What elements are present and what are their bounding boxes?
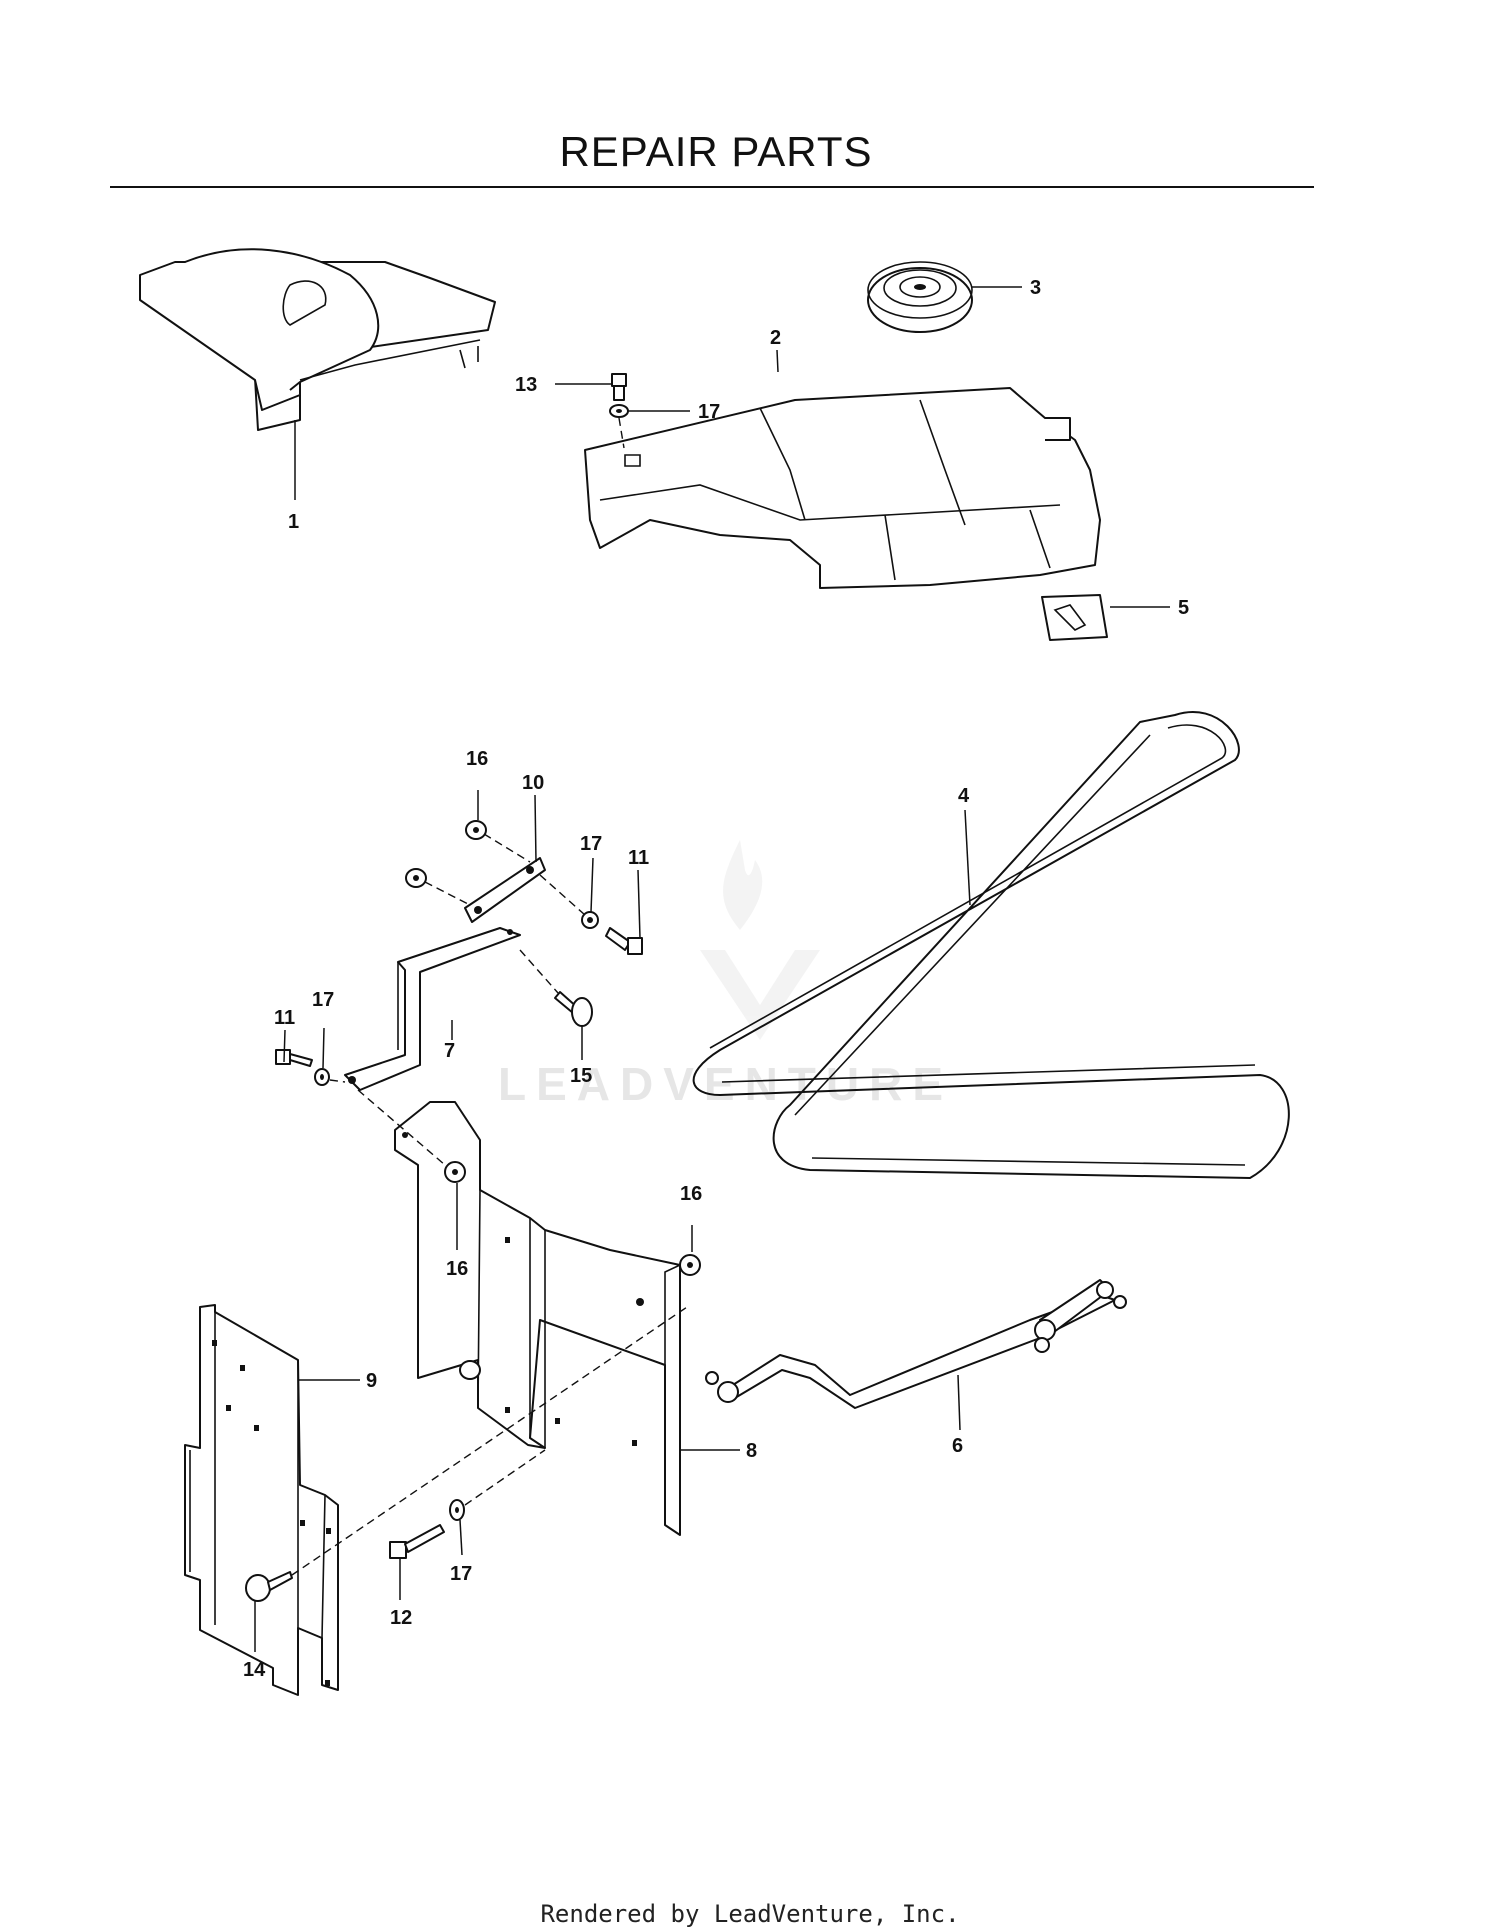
footer-credit: Rendered by LeadVenture, Inc. xyxy=(540,1900,960,1928)
carriage-bolt[interactable] xyxy=(554,991,593,1027)
callout-8: 8 xyxy=(746,1440,757,1462)
callout-9: 9 xyxy=(366,1370,377,1392)
callout-16-top: 16 xyxy=(466,748,488,770)
hex-bolt-mid-right[interactable] xyxy=(605,927,643,955)
side-plate[interactable] xyxy=(184,1304,339,1696)
callout-2: 2 xyxy=(770,327,781,349)
washer-mid-right[interactable] xyxy=(581,911,599,929)
callout-6: 6 xyxy=(952,1435,963,1457)
callout-10: 10 xyxy=(522,772,544,794)
hex-bolt-left[interactable] xyxy=(275,1049,313,1067)
belt-cover-shield[interactable] xyxy=(139,248,496,431)
flange-nut-left[interactable] xyxy=(405,868,427,888)
watermark-logo xyxy=(700,840,820,1040)
washer-lower[interactable] xyxy=(449,1499,465,1521)
flange-nut-mid[interactable] xyxy=(444,1161,466,1183)
link-plate[interactable] xyxy=(464,857,546,923)
carriage-bolt-lower[interactable] xyxy=(245,1571,293,1602)
callout-11-right: 11 xyxy=(628,847,649,869)
watermark-text: LEADVENTURE xyxy=(498,1058,953,1110)
callout-13: 13 xyxy=(515,374,537,396)
callout-14: 14 xyxy=(243,1659,266,1681)
callout-3: 3 xyxy=(1030,277,1041,299)
title-rule xyxy=(110,186,1314,188)
deck-cover[interactable] xyxy=(584,387,1101,589)
callout-15: 15 xyxy=(570,1065,592,1087)
callout-17-top: 17 xyxy=(698,401,720,423)
page-title: REPAIR PARTS xyxy=(559,128,873,175)
tension-rod[interactable] xyxy=(705,1279,1127,1409)
callout-16-mid: 16 xyxy=(446,1258,468,1280)
belt-routing-decal[interactable] xyxy=(1041,594,1108,641)
callout-17-mid-right: 17 xyxy=(580,833,602,855)
hex-bolt-lower[interactable] xyxy=(389,1524,445,1559)
drive-belt[interactable] xyxy=(692,711,1290,1179)
callout-12: 12 xyxy=(390,1607,412,1629)
flange-nut-right[interactable] xyxy=(679,1254,701,1276)
washer-top[interactable] xyxy=(609,404,629,418)
flange-nut-top[interactable] xyxy=(465,820,487,840)
flange-nut-lower[interactable] xyxy=(459,1360,481,1380)
washer-left[interactable] xyxy=(314,1068,330,1086)
leader-lines xyxy=(254,286,1170,1652)
callout-17-lower: 17 xyxy=(450,1563,472,1585)
mounting-bracket[interactable] xyxy=(394,1101,681,1536)
callout-5: 5 xyxy=(1178,597,1189,619)
callout-1: 1 xyxy=(288,511,299,533)
hex-bolt-top[interactable] xyxy=(611,373,627,401)
callout-11-left: 11 xyxy=(274,1007,295,1029)
callout-17-left: 17 xyxy=(312,989,334,1011)
pulley[interactable] xyxy=(867,261,973,333)
callout-4: 4 xyxy=(958,785,970,807)
idler-arm-bracket[interactable] xyxy=(344,927,521,1091)
callout-7: 7 xyxy=(444,1040,455,1062)
callout-16-right: 16 xyxy=(680,1183,702,1205)
